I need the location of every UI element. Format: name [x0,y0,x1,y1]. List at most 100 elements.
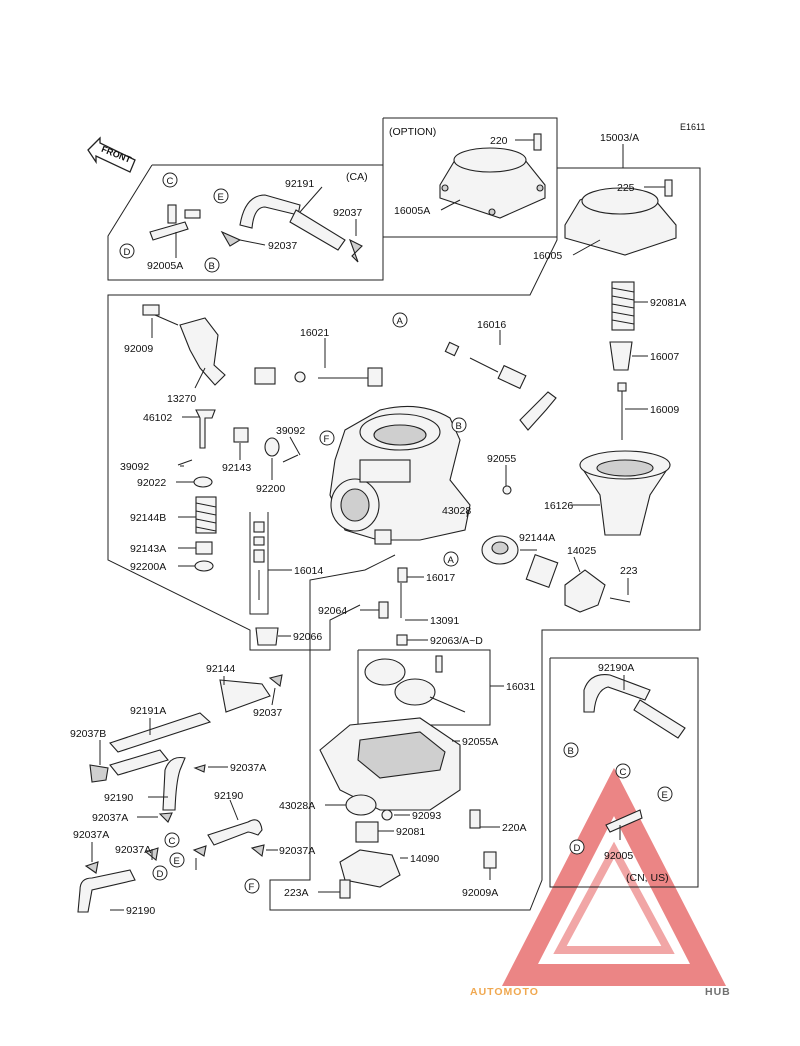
callout-b-top: B [451,417,467,433]
callout-c-ca: C [162,172,178,188]
svg-text:E: E [174,856,180,867]
part-label: 92191 [285,178,314,190]
svg-text:B: B [456,421,462,432]
diaphragm-43028 [481,535,519,565]
part-label: 92190 [126,905,155,917]
carburetor-body [329,405,471,545]
svg-text:D: D [574,843,581,854]
callout-c-low: C [164,832,180,848]
part-label: 92037A [115,844,151,856]
leader-lines [91,139,665,911]
spring-92081a [611,281,635,331]
float-16031 [364,655,466,713]
top-cover [564,179,677,256]
part-label: 220A [502,822,527,834]
part-label: 92200A [130,561,166,573]
part-label: 225 [617,182,635,194]
part-label: 14090 [410,853,439,865]
part-label: 92037A [279,845,315,857]
part-label: 92009A [462,887,498,899]
spring-92144b [195,496,217,534]
part-label: 46102 [143,412,172,424]
part-label: 16014 [294,565,323,577]
watermark-logo [501,767,727,986]
spring-92081 [355,821,379,843]
part-label: 92066 [293,631,322,643]
part-label: 92064 [318,605,347,617]
callout-letters: C E D B A B F A B C E D C E D F [119,172,673,894]
part-label: 43028 [442,505,471,517]
part-label: 92190 [214,790,243,802]
svg-text:F: F [324,434,330,445]
part-label: 92037 [268,240,297,252]
part-label: 16016 [477,319,506,331]
part-label: 92081A [650,297,686,309]
part-label: 92005 [604,850,633,862]
needle-holder-16007 [609,341,633,371]
cap-92143 [233,427,249,443]
part-label: 92037 [253,707,282,719]
part-label: 92055A [462,736,498,748]
callout-e-low: E [169,852,185,868]
screw-220a [469,809,481,829]
part-label: 220 [490,135,508,147]
part-label: 92143A [130,543,166,555]
svg-text:C: C [169,836,176,847]
callout-a-mid: A [443,551,459,567]
group-label-cn-us: (CN, US) [626,872,669,884]
svg-text:B: B [209,261,215,272]
callout-b-us: B [563,742,579,758]
part-label: 39092 [276,425,305,437]
callout-a-top: A [392,312,408,328]
svg-text:D: D [124,247,131,258]
part-label: 92081 [396,826,425,838]
callout-d-low: D [152,865,168,881]
part-label: 223A [284,887,309,899]
callout-f-low: F [244,878,260,894]
ca-hose-assembly [149,194,363,263]
lower-hoses [77,674,686,913]
part-label: 92005A [147,260,183,272]
front-arrow-icon: FRONT [87,136,136,173]
watermark-brand: AUTOMOTO HUB [470,986,730,998]
callout-e-ca: E [213,188,229,204]
jets-16017-13091 [378,567,408,646]
part-label: 16005 [533,250,562,262]
part-label: 13270 [167,393,196,405]
part-label: 92190A [598,662,634,674]
pin-39092-right [282,454,299,463]
screw-92009 [142,304,179,326]
part-label: 92200 [256,483,285,495]
part-label: 16005A [394,205,430,217]
part-label: 13091 [430,615,459,627]
screw-223a [339,879,351,899]
diaphragm-43028a [345,794,377,816]
part-label: 15003/A [600,132,639,144]
svg-text:C: C [620,767,627,778]
part-label: 92037A [230,762,266,774]
svg-text:A: A [448,555,455,566]
part-label: 92037 [333,207,362,219]
part-label: 92191A [130,705,166,717]
group-label-option: (OPTION) [389,126,436,138]
part-label: 16007 [650,351,679,363]
brand-automoto: AUTOMOTO [470,986,539,998]
washer-92022 [193,476,213,488]
o-ring-92055 [502,485,512,495]
o-ring-92093 [381,809,393,821]
svg-text:D: D [157,869,164,880]
part-label: 16126 [544,500,573,512]
option-top-cover [439,133,546,219]
callout-e-us: E [657,786,673,802]
part-label: 92093 [412,810,441,822]
part-label: 92190 [104,792,133,804]
part-label: 223 [620,565,638,577]
part-label: 92037A [73,829,109,841]
hose-clips [84,674,283,874]
svg-text:A: A [397,316,404,327]
washer-92200a [194,560,214,572]
cap-92066 [255,627,279,646]
callout-d-ca: D [119,243,135,259]
callout-b-ca: B [204,257,220,273]
part-label: 92037A [92,812,128,824]
